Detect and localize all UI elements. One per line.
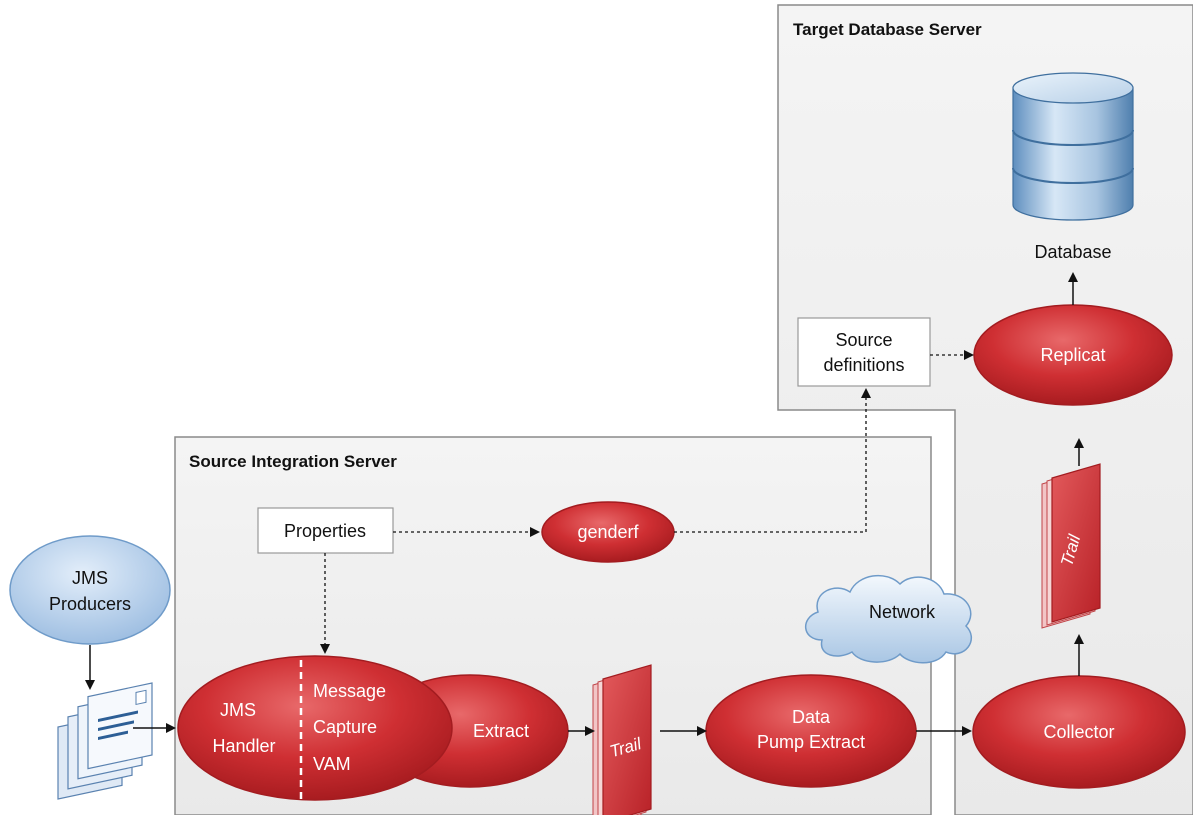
source-definitions-line1: Source	[835, 330, 892, 350]
target-zone-title: Target Database Server	[793, 20, 982, 39]
database-label: Database	[1034, 242, 1111, 262]
genderf-label: genderf	[577, 522, 639, 542]
message-envelopes-icon	[57, 682, 153, 800]
network-label: Network	[869, 602, 936, 622]
network-cloud-icon: Network	[805, 574, 972, 664]
database-icon	[1012, 72, 1134, 221]
extract-label: Extract	[473, 721, 529, 741]
source-zone-title: Source Integration Server	[189, 452, 397, 471]
properties-box: Properties	[257, 507, 394, 554]
jms-producers-line2: Producers	[49, 594, 131, 614]
trail-target-icon: Trail	[1041, 463, 1101, 629]
genderf-node: genderf	[541, 501, 675, 563]
message-capture-line2: Capture	[313, 717, 377, 737]
replicat-node: Replicat	[973, 304, 1173, 406]
message-capture-line3: VAM	[313, 754, 351, 774]
properties-label: Properties	[284, 521, 366, 541]
jms-handler-line1: JMS	[220, 700, 256, 720]
jms-handler-vam-node: JMS Handler Message Capture VAM	[177, 655, 453, 802]
collector-node: Collector	[972, 675, 1186, 789]
data-pump-extract-node: Data Pump Extract	[705, 674, 917, 788]
replicat-label: Replicat	[1040, 345, 1105, 365]
trail-source-icon: Trail	[592, 664, 652, 815]
source-definitions-box: Source definitions	[797, 317, 931, 387]
connectors	[85, 272, 1084, 736]
jms-producers-line1: JMS	[72, 568, 108, 588]
collector-label: Collector	[1043, 722, 1114, 742]
dotted-arrow-genderf-to-source-definitions	[674, 388, 871, 533]
data-pump-line1: Data	[792, 707, 831, 727]
jms-handler-line2: Handler	[212, 736, 275, 756]
message-capture-line1: Message	[313, 681, 386, 701]
jms-producers-node: JMS Producers	[9, 535, 171, 645]
source-definitions-line2: definitions	[823, 355, 904, 375]
data-pump-line2: Pump Extract	[757, 732, 865, 752]
